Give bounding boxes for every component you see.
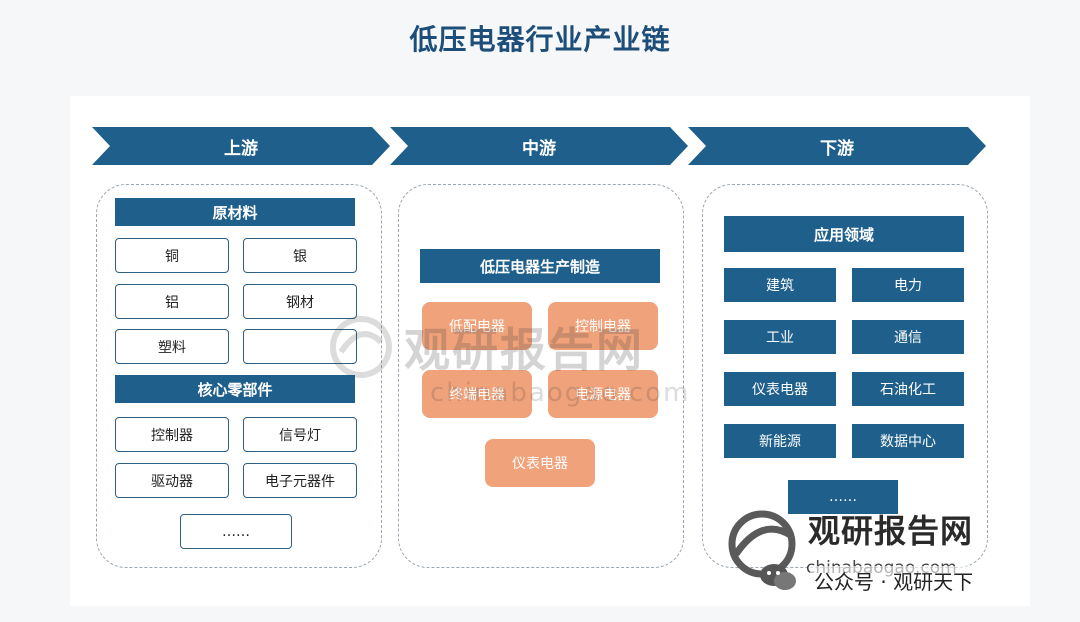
midstream-item: 终端电器 — [422, 370, 532, 418]
downstream-item: 仪表电器 — [724, 372, 836, 406]
applications-header: 应用领域 — [724, 216, 964, 252]
downstream-item: 数据中心 — [852, 424, 964, 458]
page-title: 低压电器行业产业链 — [409, 23, 671, 56]
watermark-url: chinabaogao.com — [430, 378, 691, 408]
raw-material-item: 铜 — [115, 238, 229, 273]
midstream-item: 低配电器 — [422, 302, 532, 350]
raw-material-item — [243, 329, 357, 364]
public-account-label: 公众号 · 观研天下 — [810, 566, 978, 595]
stage-arrow-midstream: 中游 — [390, 127, 688, 165]
downstream-item: 电力 — [852, 268, 964, 302]
component-item: 驱动器 — [115, 463, 229, 498]
wechat-icon — [760, 564, 796, 590]
downstream-item: 石油化工 — [852, 372, 964, 406]
components-header: 核心零部件 — [115, 375, 355, 403]
manufacturing-header: 低压电器生产制造 — [420, 249, 660, 283]
component-item: 电子元器件 — [243, 463, 357, 498]
downstream-more: …… — [788, 480, 898, 514]
component-item: 信号灯 — [243, 417, 357, 452]
downstream-item: 工业 — [724, 320, 836, 354]
stage-label: 上游 — [224, 138, 258, 159]
raw-material-item: 钢材 — [243, 284, 357, 319]
midstream-item: 电源电器 — [548, 370, 658, 418]
component-item: 控制器 — [115, 417, 229, 452]
midstream-item: 仪表电器 — [485, 439, 595, 487]
raw-material-item: 铝 — [115, 284, 229, 319]
stage-arrow-downstream: 下游 — [688, 127, 986, 165]
raw-materials-header: 原材料 — [115, 198, 355, 226]
downstream-item: 建筑 — [724, 268, 836, 302]
stage-label: 中游 — [522, 138, 556, 159]
watermark-brand: 观研报告网 — [404, 323, 644, 377]
watermark-logo-icon — [330, 316, 392, 378]
midstream-item: 控制电器 — [548, 302, 658, 350]
raw-material-item: 银 — [243, 238, 357, 273]
downstream-item: 新能源 — [724, 424, 836, 458]
stage-label: 下游 — [820, 138, 854, 159]
stage-arrow-upstream: 上游 — [92, 127, 390, 165]
raw-material-item: 塑料 — [115, 329, 229, 364]
downstream-item: 通信 — [852, 320, 964, 354]
upstream-more: …… — [180, 514, 292, 549]
brand-name: 观研报告网 — [808, 512, 974, 550]
